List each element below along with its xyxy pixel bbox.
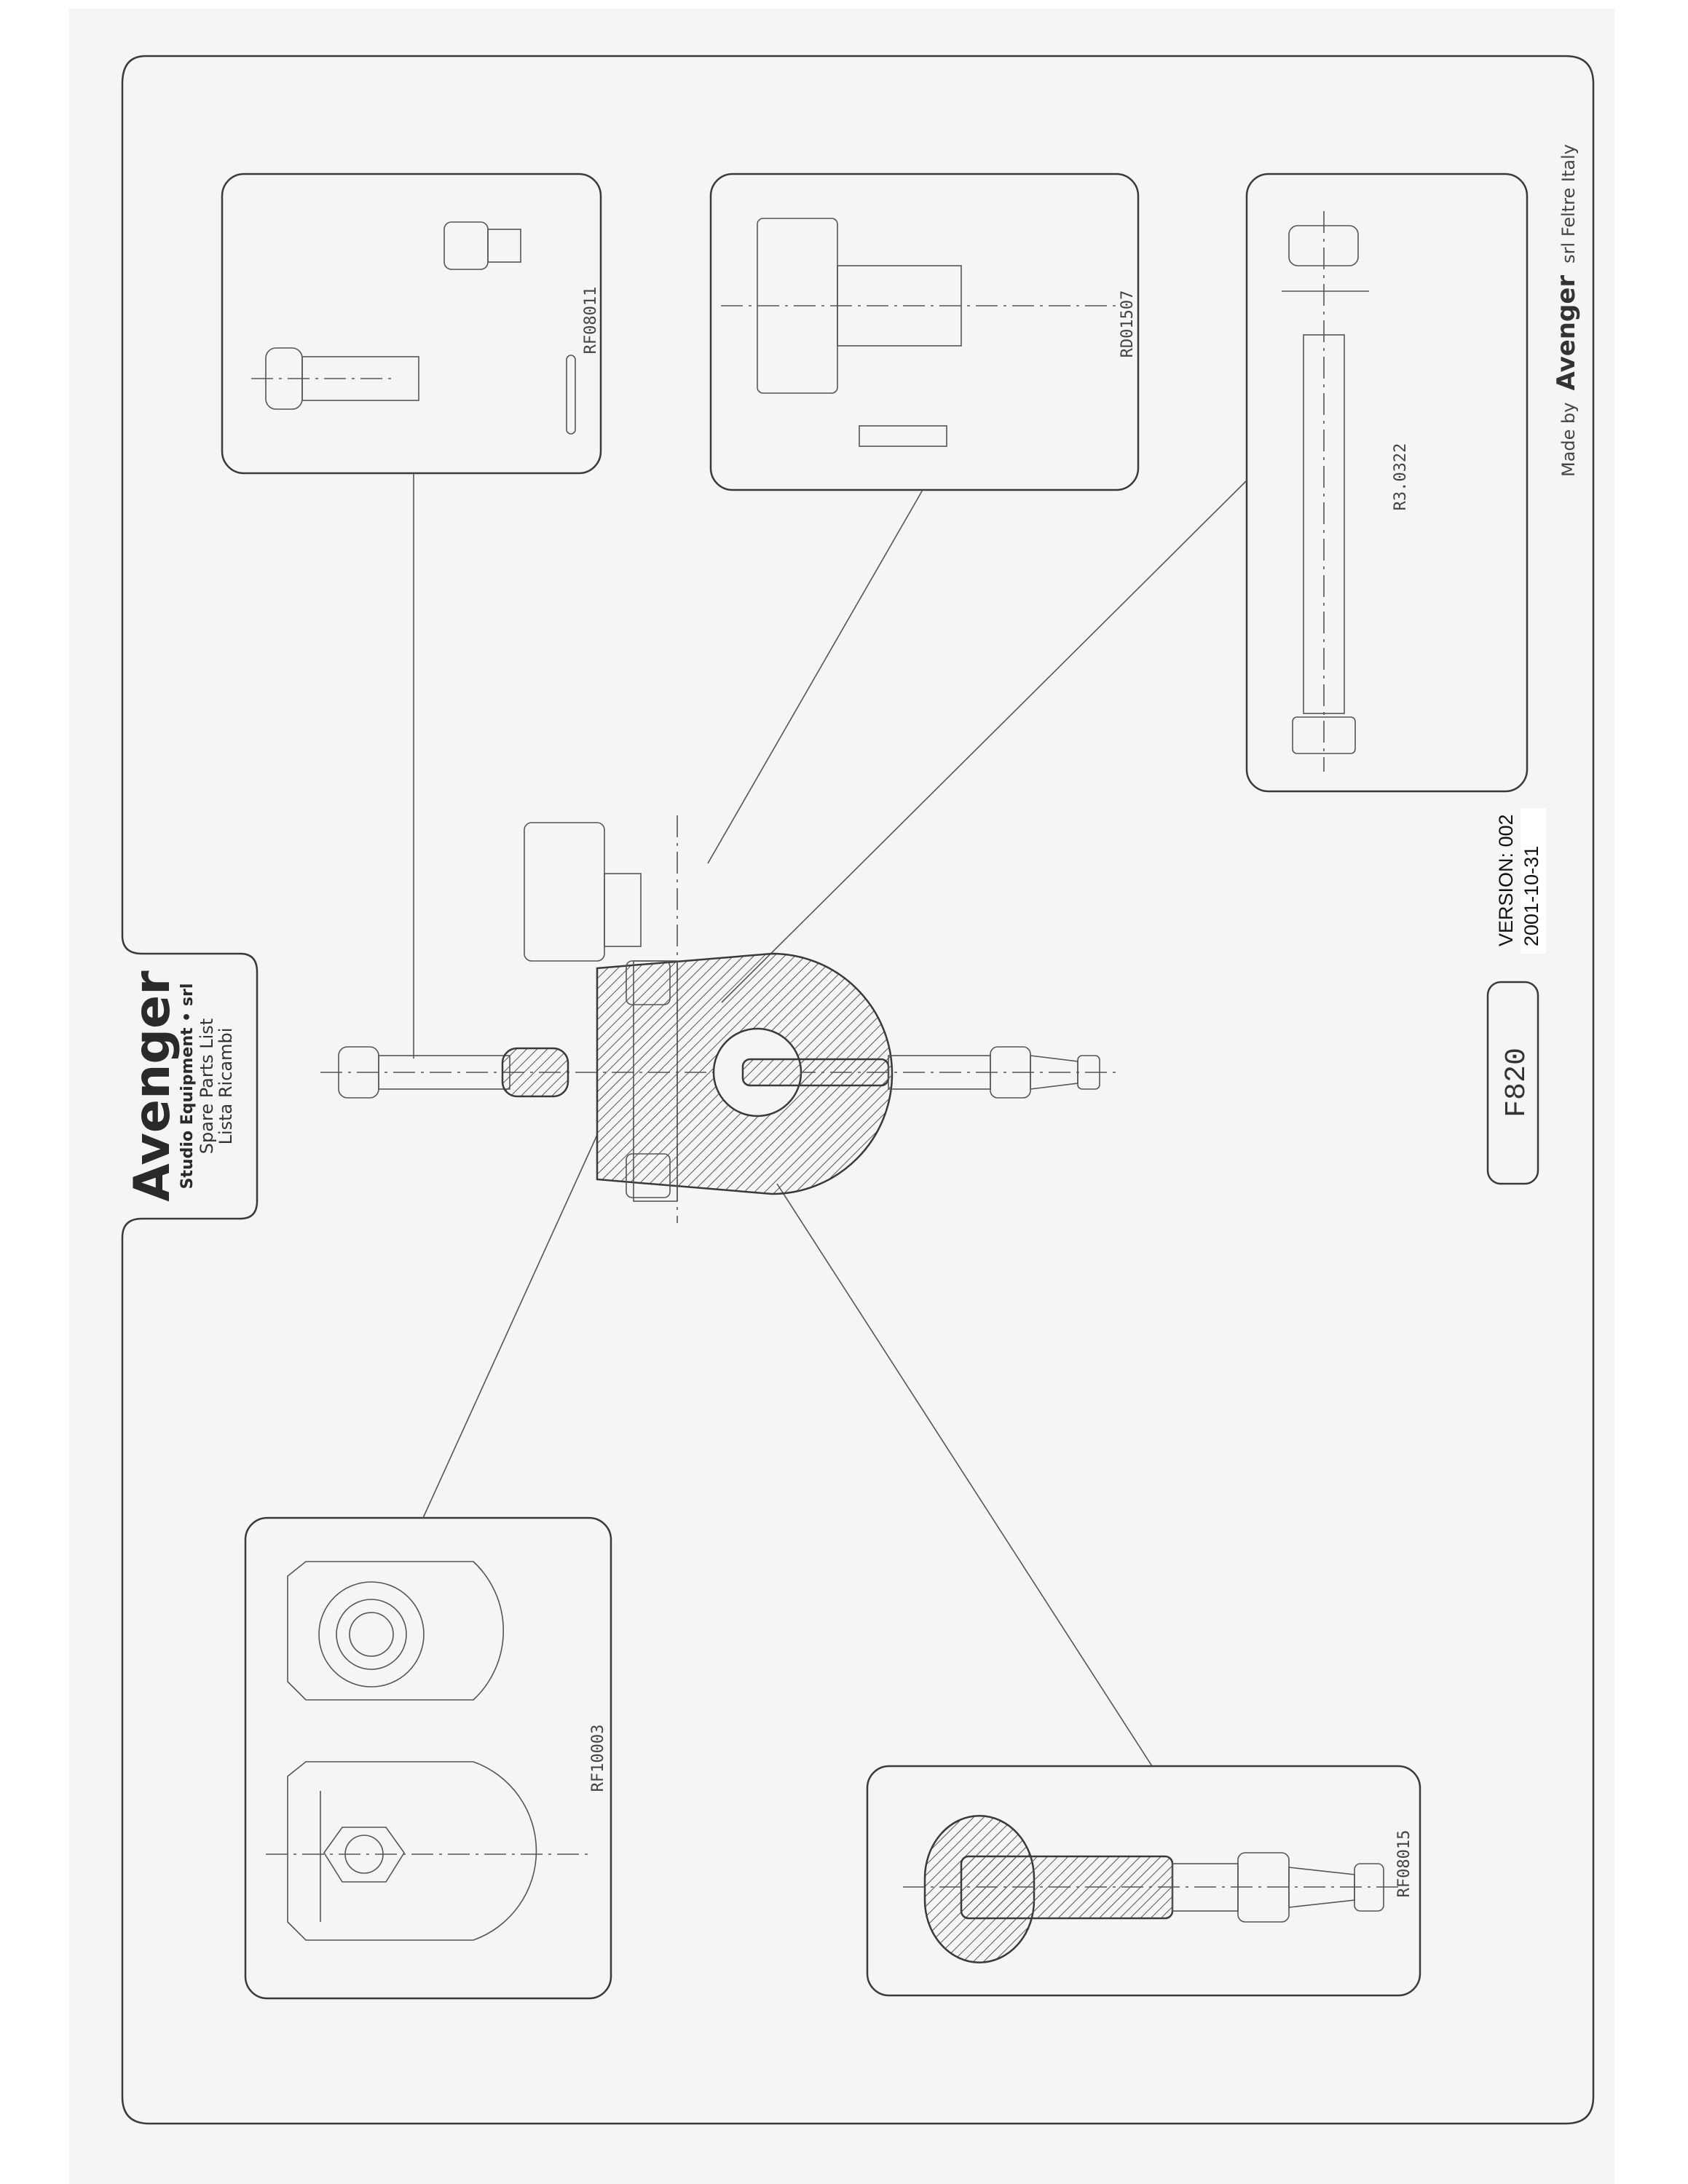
part-code-r3-0322: R3.0322 (1392, 443, 1410, 511)
part-box-r3-0322: R3.0322 (1245, 173, 1529, 793)
part-box-rf10003: RF10003 (244, 1516, 612, 2000)
title-italian: Lista Ricambi (216, 1028, 236, 1145)
footer-brand: Avenger (1552, 275, 1581, 391)
part-code-rf10003: RF10003 (589, 1725, 607, 1792)
manufacturer-footer: Made by Avenger srl Feltre Italy (1552, 144, 1581, 477)
svg-text:Made by Avenger sr: Made by Avenger srl Feltre Italy (1552, 144, 1581, 477)
main-assembly (320, 815, 1121, 1223)
product-code: F820 (1501, 1048, 1534, 1117)
version-label: VERSION: 002 (1495, 814, 1517, 946)
part-box-rd01507: RD01507 (709, 173, 1140, 491)
part-code-rd01507: RD01507 (1119, 290, 1137, 358)
made-by-label: Made by (1558, 403, 1579, 477)
logo-block: Avenger Studio Equipment • srl Spare Par… (124, 970, 236, 1202)
part-code-rf08015: RF08015 (1395, 1830, 1413, 1898)
part-box-rf08015: RF08015 (866, 1765, 1421, 1997)
leader-lines (413, 473, 1247, 1767)
title-english: Spare Parts List (197, 1018, 217, 1154)
outer-frame (121, 55, 1595, 2125)
part-box-rf08011: RF08011 (221, 173, 602, 475)
brand-logo: Avenger (124, 970, 181, 1202)
company-name: Studio Equipment • srl (178, 984, 197, 1190)
footer-location: srl Feltre Italy (1558, 144, 1579, 264)
version-date: 2001-10-31 (1521, 846, 1542, 946)
product-code-box: F820 (1486, 981, 1539, 1185)
part-code-rf08011: RF08011 (582, 287, 600, 355)
